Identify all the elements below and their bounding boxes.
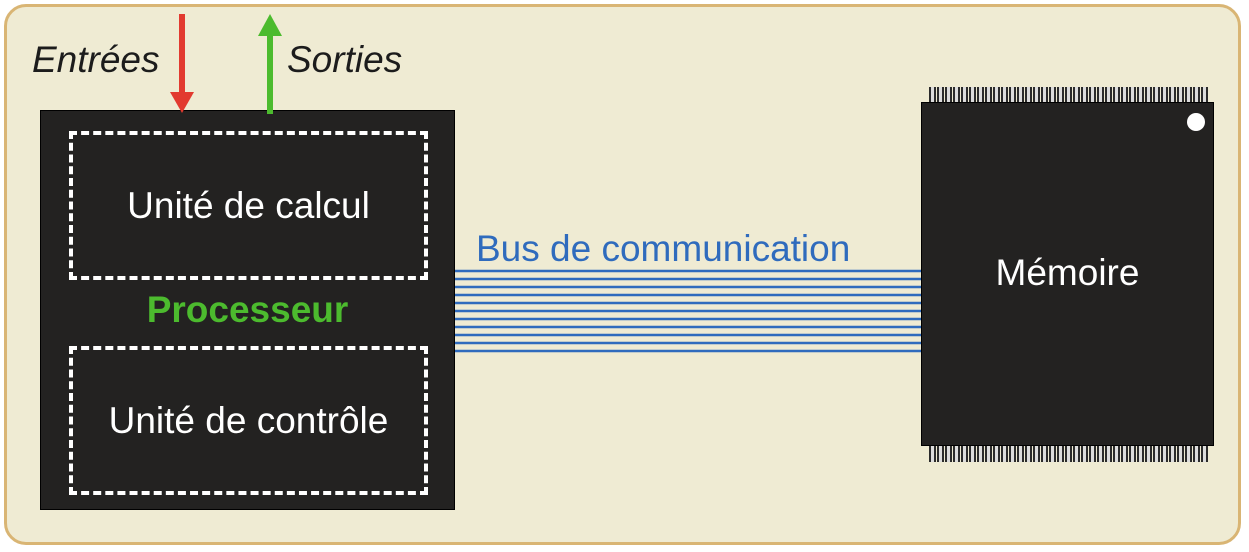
- inputs-label: Entrées: [32, 39, 160, 80]
- calc-unit-label: Unité de calcul: [127, 184, 370, 226]
- memory-chip: Mémoire: [921, 102, 1214, 446]
- outputs-label: Sorties: [287, 39, 403, 80]
- memory-label: Mémoire: [995, 252, 1140, 293]
- memory-pins-bottom: [929, 446, 1208, 462]
- processor-title: Processeur: [146, 289, 349, 330]
- memory-pins-top: [929, 87, 1208, 103]
- processor-block: Unité de calcul Processeur Unité de cont…: [40, 110, 455, 510]
- calc-unit-box: Unité de calcul: [69, 131, 428, 280]
- output-arrow: [258, 14, 282, 114]
- pin1-marker: [1187, 113, 1205, 131]
- input-arrow: [170, 14, 194, 113]
- control-unit-label: Unité de contrôle: [108, 399, 389, 441]
- bus-lines: [455, 269, 921, 353]
- bus-label: Bus de communication: [476, 228, 851, 269]
- control-unit-box: Unité de contrôle: [69, 346, 428, 495]
